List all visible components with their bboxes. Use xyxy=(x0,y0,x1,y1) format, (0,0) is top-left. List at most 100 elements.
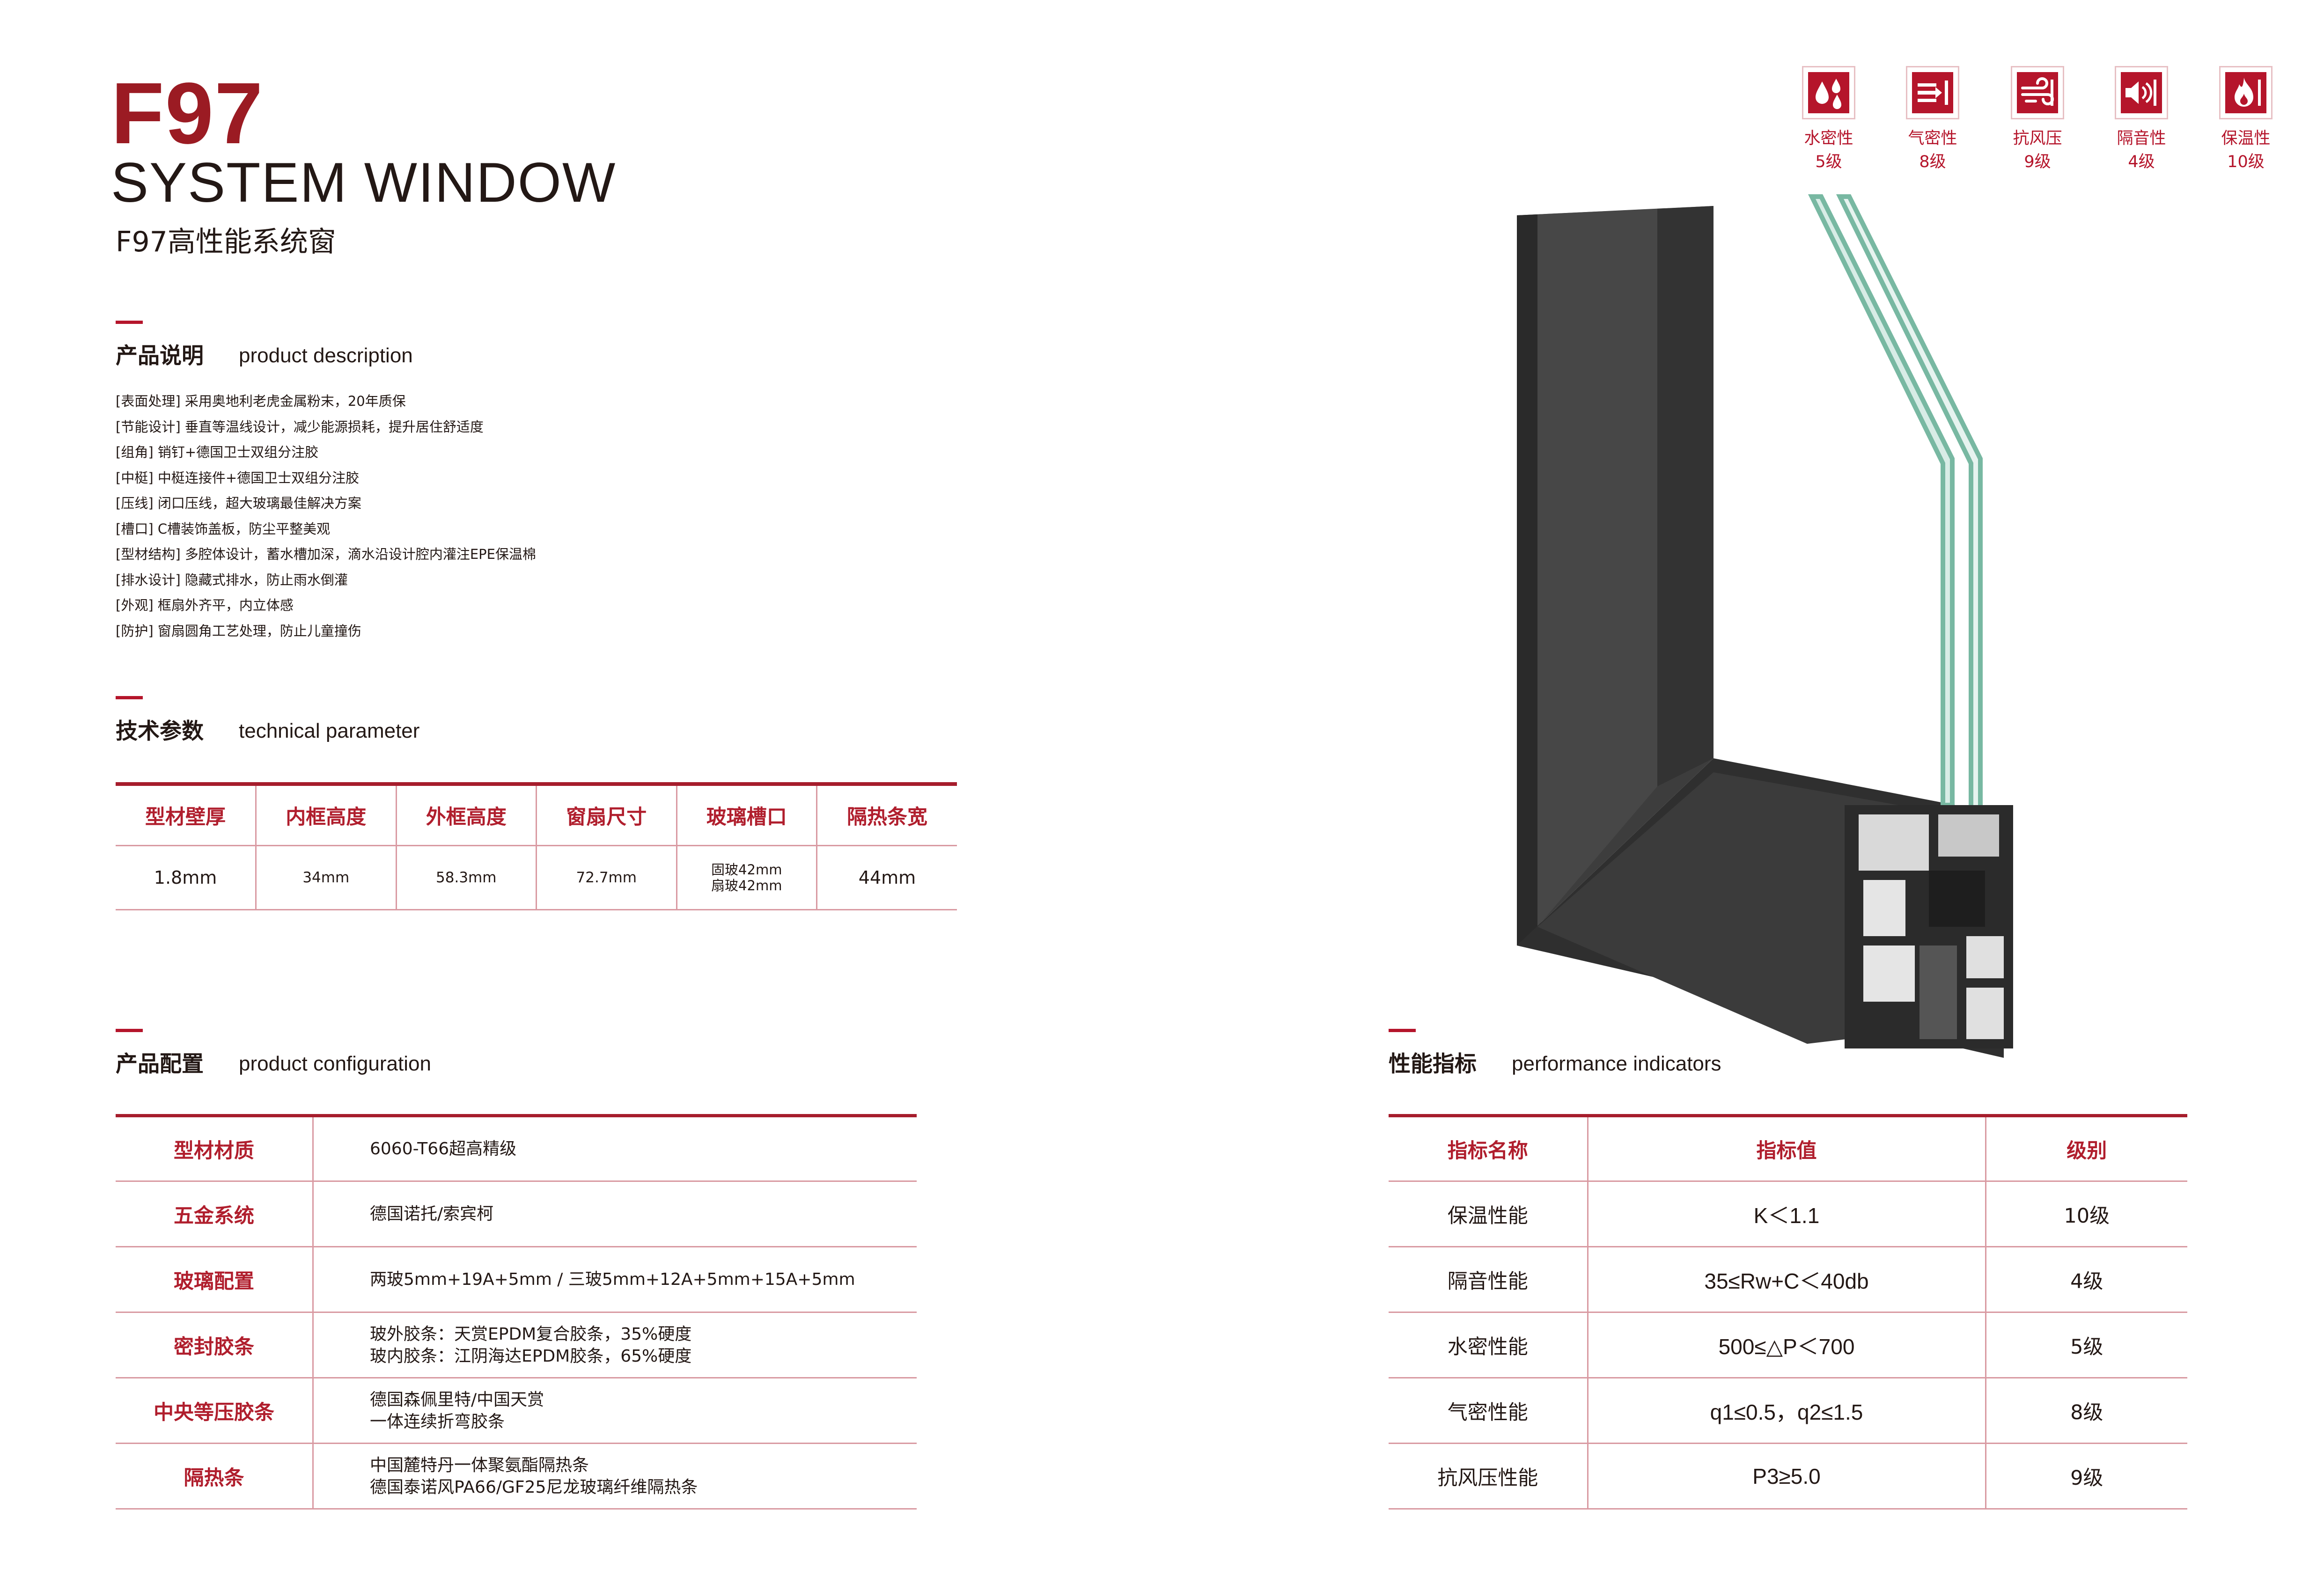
product-configuration-table: 型材材质 6060-T66超高精级 五金系统 德国诺托/索宾柯 玻璃配置 两玻5… xyxy=(116,1114,917,1510)
table-row: 玻璃配置 两玻5mm+19A+5mm / 三玻5mm+12A+5mm+15A+5… xyxy=(116,1246,917,1313)
list-item: [槽口] C槽装饰盖板，防尘平整美观 xyxy=(116,520,331,537)
section-marker xyxy=(116,1029,143,1032)
icon-grade-sound: 4级 xyxy=(2128,153,2155,171)
glass-slot-fixed: 固玻42mm xyxy=(711,862,782,878)
section-title-cn: 产品说明 xyxy=(116,343,204,369)
config-value: 玻外胶条：天赏EPDM复合胶条，35%硬度 玻内胶条：江阴海达EPDM胶条，65… xyxy=(313,1312,917,1378)
list-item: [防护] 窗扇圆角工艺处理，防止儿童撞伤 xyxy=(116,623,361,639)
table-header-cell: 外框高度 xyxy=(396,784,537,846)
section-marker xyxy=(116,321,143,324)
indicator-value: 500≤△P＜700 xyxy=(1588,1312,1986,1378)
section-title-en: product description xyxy=(239,344,413,367)
icon-grade-air: 8级 xyxy=(1919,153,1946,171)
table-header-cell: 窗扇尺寸 xyxy=(536,784,677,846)
performance-indicators-table: 指标名称 指标值 级别 保温性能 K＜1.1 10级 隔音性能 35≤Rw+C＜… xyxy=(1389,1114,2187,1510)
config-value-line: 玻内胶条：江阴海达EPDM胶条，65%硬度 xyxy=(370,1346,692,1366)
flame-icon xyxy=(2219,66,2273,119)
indicator-grade: 5级 xyxy=(1986,1312,2187,1378)
list-item: [中梃] 中梃连接件+德国卫士双组分注胶 xyxy=(116,469,360,486)
config-value-line: 玻外胶条：天赏EPDM复合胶条，35%硬度 xyxy=(370,1324,692,1344)
table-row: 保温性能 K＜1.1 10级 xyxy=(1389,1181,2187,1247)
list-item: [表面处理] 采用奥地利老虎金属粉末，20年质保 xyxy=(116,393,406,409)
description-list: [表面处理] 采用奥地利老虎金属粉末，20年质保 [节能设计] 垂直等温线设计，… xyxy=(116,389,536,644)
technical-parameter-table: 型材壁厚 内框高度 外框高度 窗扇尺寸 玻璃槽口 隔热条宽 1.8mm 34mm… xyxy=(116,782,957,910)
config-value-line: 6060-T66超高精级 xyxy=(370,1139,517,1158)
section-title-cn: 产品配置 xyxy=(116,1051,204,1077)
list-item: [排水设计] 隐藏式排水，防止雨水倒灌 xyxy=(116,572,348,588)
table-cell: 34mm xyxy=(256,845,397,910)
indicator-name: 抗风压性能 xyxy=(1389,1443,1589,1510)
section-title-en: product configuration xyxy=(239,1052,431,1075)
wind-icon xyxy=(2011,66,2064,119)
table-row: 1.8mm 34mm 58.3mm 72.7mm 固玻42mm 扇玻42mm 4… xyxy=(116,845,957,910)
section-title-en: performance indicators xyxy=(1512,1052,1721,1075)
indicator-name: 气密性能 xyxy=(1389,1378,1589,1444)
config-key: 密封胶条 xyxy=(116,1312,314,1378)
icon-label-sound: 隔音性 xyxy=(2117,129,2166,148)
icon-label-heat: 保温性 xyxy=(2221,129,2271,148)
water-drops-icon xyxy=(1802,66,1855,119)
table-row: 型材材质 6060-T66超高精级 xyxy=(116,1115,917,1182)
table-cell: 58.3mm xyxy=(396,845,537,910)
config-value-line: 德国森佩里特/中国天赏 xyxy=(370,1390,544,1409)
config-value-line: 两玻5mm+19A+5mm / 三玻5mm+12A+5mm+15A+5mm xyxy=(370,1270,855,1289)
list-item: [节能设计] 垂直等温线设计，减少能源损耗，提升居住舒适度 xyxy=(116,418,484,435)
indicator-grade: 8级 xyxy=(1986,1378,2187,1444)
icon-grade-water: 5级 xyxy=(1815,153,1842,171)
section-marker xyxy=(116,696,143,699)
table-row: 隔音性能 35≤Rw+C＜40db 4级 xyxy=(1389,1246,2187,1313)
table-header-row: 型材壁厚 内框高度 外框高度 窗扇尺寸 玻璃槽口 隔热条宽 xyxy=(116,784,957,846)
indicator-value: K＜1.1 xyxy=(1588,1181,1986,1247)
table-cell: 44mm xyxy=(816,845,957,910)
table-header-row: 指标名称 指标值 级别 xyxy=(1389,1115,2187,1182)
section-title-cn: 技术参数 xyxy=(116,718,204,744)
indicator-value: q1≤0.5，q2≤1.5 xyxy=(1588,1378,1986,1444)
config-value: 德国森佩里特/中国天赏 一体连续折弯胶条 xyxy=(313,1378,917,1444)
config-value-line: 一体连续折弯胶条 xyxy=(370,1412,505,1431)
icon-grade-heat: 10级 xyxy=(2227,153,2265,171)
model-title-cn: F97高性能系统窗 xyxy=(116,226,336,258)
airflow-arrows-icon xyxy=(1906,66,1959,119)
indicator-name: 保温性能 xyxy=(1389,1181,1589,1247)
table-row: 气密性能 q1≤0.5，q2≤1.5 8级 xyxy=(1389,1378,2187,1444)
indicator-value: 35≤Rw+C＜40db xyxy=(1588,1246,1986,1313)
config-key: 隔热条 xyxy=(116,1443,314,1510)
table-header-cell: 级别 xyxy=(1986,1115,2187,1182)
config-value: 两玻5mm+19A+5mm / 三玻5mm+12A+5mm+15A+5mm xyxy=(313,1246,917,1313)
table-header-cell: 指标值 xyxy=(1588,1115,1986,1182)
config-value: 德国诺托/索宾柯 xyxy=(313,1181,917,1247)
indicator-value: P3≥5.0 xyxy=(1588,1443,1986,1510)
table-row: 中央等压胶条 德国森佩里特/中国天赏 一体连续折弯胶条 xyxy=(116,1378,917,1444)
table-row: 五金系统 德国诺托/索宾柯 xyxy=(116,1181,917,1247)
table-header-cell: 指标名称 xyxy=(1389,1115,1589,1182)
indicator-grade: 9级 xyxy=(1986,1443,2187,1510)
model-title: F97 xyxy=(111,65,264,162)
table-header-cell: 玻璃槽口 xyxy=(677,784,817,846)
table-row: 隔热条 中国麓特丹一体聚氨酯隔热条 德国泰诺风PA66/GF25尼龙玻璃纤维隔热… xyxy=(116,1443,917,1510)
section-title-cn: 性能指标 xyxy=(1389,1051,1477,1077)
table-cell: 1.8mm xyxy=(116,845,257,910)
indicator-name: 水密性能 xyxy=(1389,1312,1589,1378)
list-item: [组角] 销钉+德国卫士双组分注胶 xyxy=(116,444,319,460)
config-key: 五金系统 xyxy=(116,1181,314,1247)
table-header-cell: 型材壁厚 xyxy=(116,784,257,846)
table-row: 水密性能 500≤△P＜700 5级 xyxy=(1389,1312,2187,1378)
config-value-line: 德国诺托/索宾柯 xyxy=(370,1204,494,1224)
table-header-cell: 内框高度 xyxy=(256,784,397,846)
config-value-line: 德国泰诺风PA66/GF25尼龙玻璃纤维隔热条 xyxy=(370,1477,698,1497)
indicator-name: 隔音性能 xyxy=(1389,1246,1589,1313)
window-profile-illustration xyxy=(1517,194,2013,1058)
icon-grade-wind: 9级 xyxy=(2024,153,2051,171)
model-subtitle: SYSTEM WINDOW xyxy=(111,151,617,214)
section-marker xyxy=(1389,1029,1416,1032)
icon-label-water: 水密性 xyxy=(1804,129,1853,148)
table-row: 密封胶条 玻外胶条：天赏EPDM复合胶条，35%硬度 玻内胶条：江阴海达EPDM… xyxy=(116,1312,917,1378)
speaker-sound-icon xyxy=(2115,66,2168,119)
config-value-line: 中国麓特丹一体聚氨酯隔热条 xyxy=(370,1455,589,1475)
table-row: 抗风压性能 P3≥5.0 9级 xyxy=(1389,1443,2187,1510)
list-item: [外观] 框扇外齐平，内立体感 xyxy=(116,597,294,613)
config-value: 中国麓特丹一体聚氨酯隔热条 德国泰诺风PA66/GF25尼龙玻璃纤维隔热条 xyxy=(313,1443,917,1510)
icon-label-wind: 抗风压 xyxy=(2013,129,2062,148)
icon-label-air: 气密性 xyxy=(1908,129,1957,148)
config-key: 中央等压胶条 xyxy=(116,1378,314,1444)
